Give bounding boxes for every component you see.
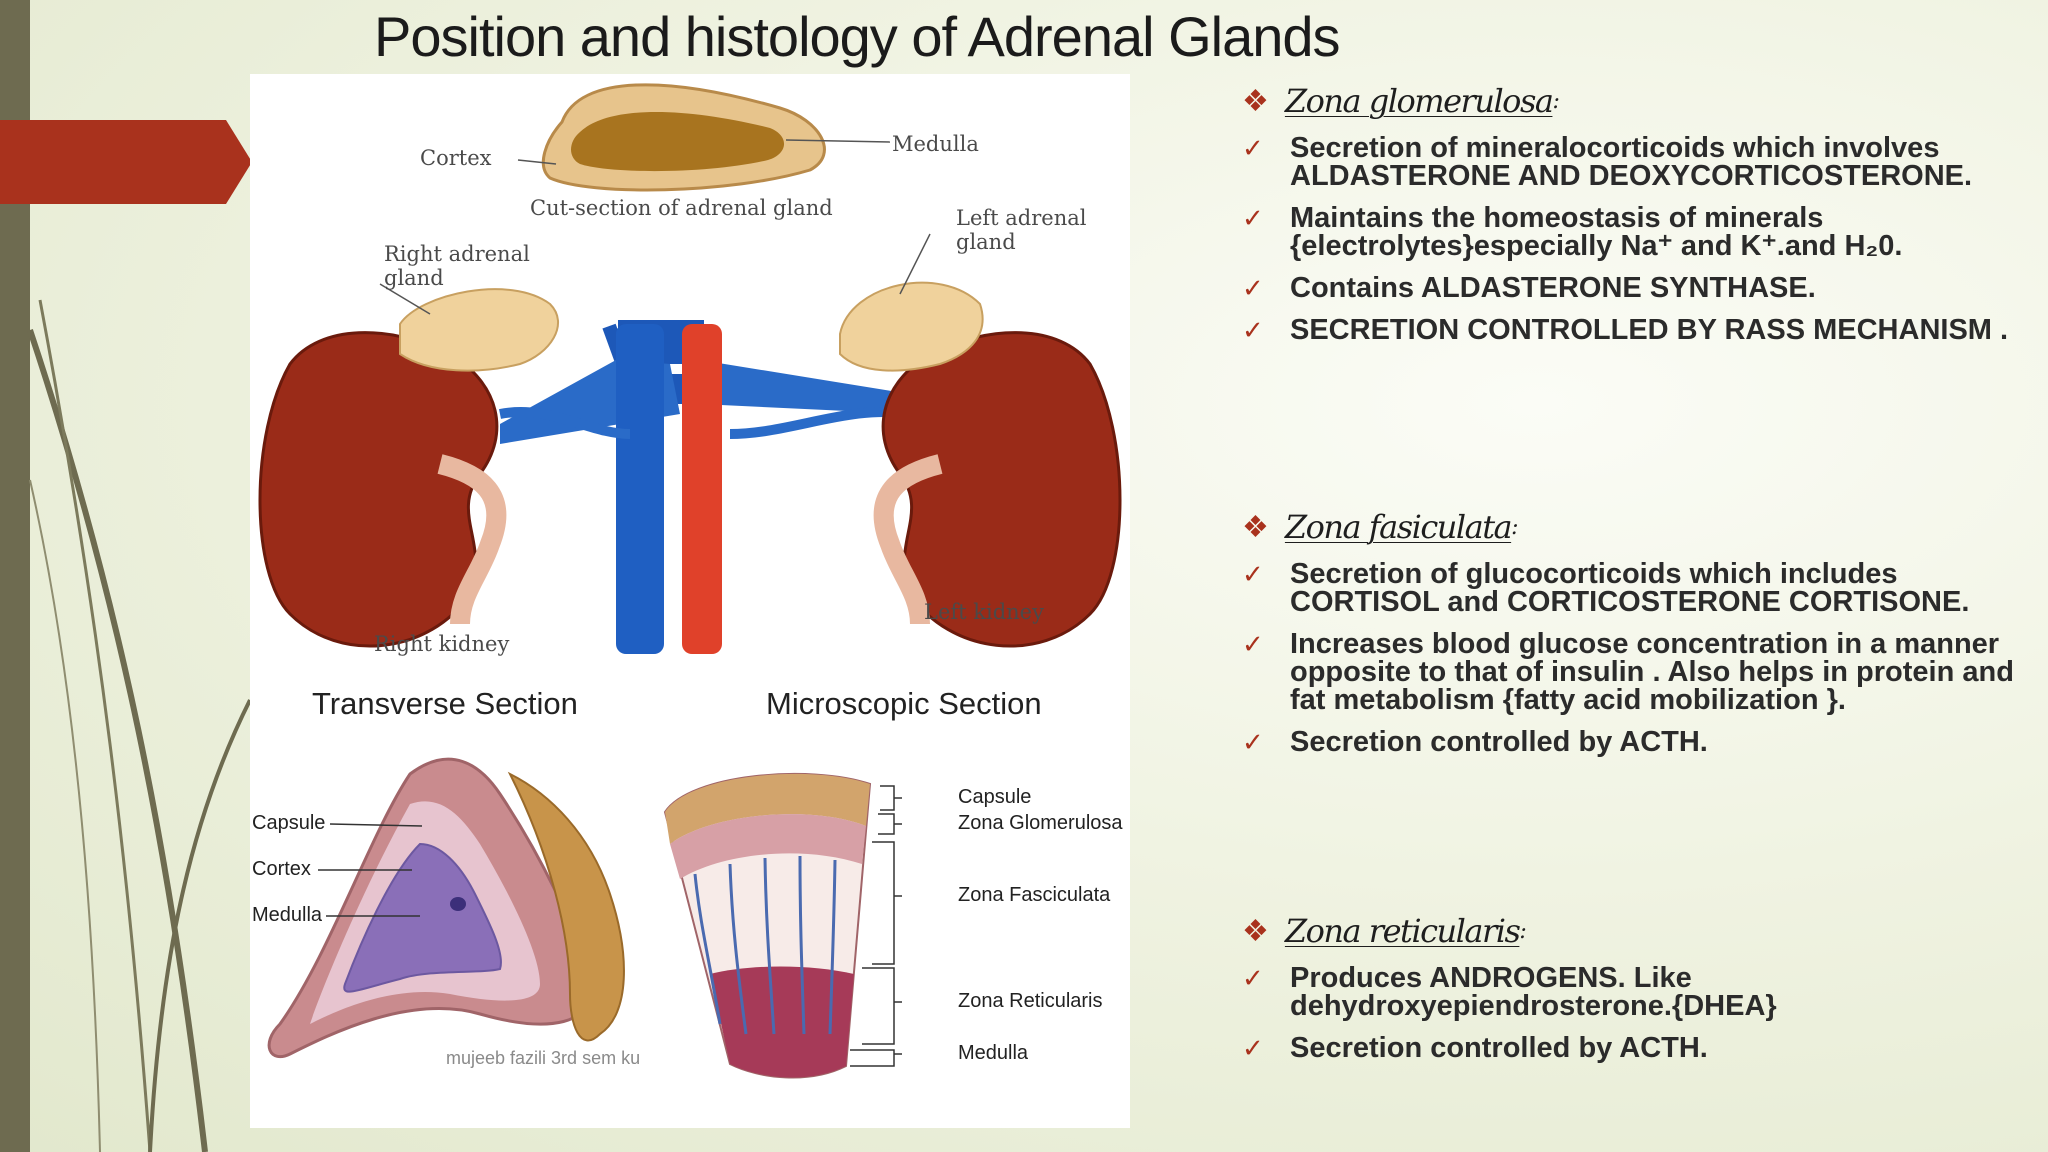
- zone-heading: ❖ Zona glomerulosa :: [1242, 82, 2032, 120]
- adrenal-gland-figure: Cortex Medulla Cut-section of adrenal gl…: [250, 74, 1130, 1128]
- checkmark-icon: ✓: [1242, 133, 1264, 163]
- list-item: ✓Contains ALDASTERONE SYNTHASE.: [1242, 272, 1816, 304]
- list-item: ✓SECRETION CONTROLLED BY RASS MECHANISM …: [1242, 314, 2009, 346]
- checkmark-icon: ✓: [1242, 559, 1264, 589]
- label-transverse-cortex: Cortex: [252, 858, 311, 880]
- checkmark-icon: ✓: [1242, 273, 1264, 303]
- zone-colon: :: [1552, 88, 1559, 114]
- list-item: ✓Increases blood glucose concentration i…: [1242, 628, 2014, 716]
- label-transverse-medulla: Medulla: [252, 904, 323, 926]
- label-right-adrenal-gland: Right adrenal gland: [384, 242, 530, 290]
- label-micro-capsule: Capsule: [958, 786, 1032, 808]
- label-right-kidney: Right kidney: [374, 632, 510, 656]
- list-item: ✓Produces ANDROGENS. Like dehydroxyepien…: [1242, 962, 1777, 1022]
- list-item: ✓Secretion of mineralocorticoids which i…: [1242, 132, 1973, 192]
- zone-name: Zona reticularis: [1284, 912, 1521, 950]
- label-left-adrenal-gland: Left adrenal gland: [956, 206, 1087, 254]
- zone-fasiculata-section: ❖ Zona fasiculata : ✓Secretion of glucoc…: [1242, 508, 2032, 758]
- checkmark-icon: ✓: [1242, 1033, 1264, 1063]
- label-micro-zona-reticularis: Zona Reticularis: [958, 990, 1103, 1012]
- label-micro-medulla: Medulla: [958, 1042, 1029, 1064]
- zone-colon: :: [1519, 918, 1526, 944]
- list-item: ✓Secretion of glucocorticoids which incl…: [1242, 558, 1970, 618]
- checkmark-icon: ✓: [1242, 629, 1264, 659]
- list-item: ✓Maintains the homeostasis of minerals {…: [1242, 202, 1903, 262]
- zone-heading: ❖ Zona fasiculata :: [1242, 508, 2032, 546]
- checkmark-icon: ✓: [1242, 203, 1264, 233]
- label-transverse-capsule: Capsule: [252, 812, 326, 834]
- label-micro-zona-glomerulosa: Zona Glomerulosa: [958, 812, 1123, 834]
- diamond-cluster-icon: ❖: [1242, 83, 1269, 119]
- author-credit: mujeeb fazili 3rd sem ku: [446, 1048, 641, 1068]
- zone-glomerulosa-section: ❖ Zona glomerulosa : ✓Secretion of miner…: [1242, 82, 2032, 346]
- zone-reticularis-section: ❖ Zona reticularis : ✓Produces ANDROGENS…: [1242, 912, 2032, 1064]
- label-left-kidney: Left kidney: [924, 600, 1044, 624]
- zone-name: Zona glomerulosa: [1284, 82, 1554, 120]
- checkmark-icon: ✓: [1242, 727, 1264, 757]
- label-micro-zona-fasciculata: Zona Fasciculata: [958, 884, 1111, 906]
- label-cut-section: Cut-section of adrenal gland: [530, 196, 833, 220]
- list-item: ✓Secretion controlled by ACTH.: [1242, 726, 1708, 758]
- zone-name: Zona fasiculata: [1284, 508, 1513, 546]
- diamond-cluster-icon: ❖: [1242, 913, 1269, 949]
- adrenal-illustration: [258, 83, 1122, 1079]
- zone-heading: ❖ Zona reticularis :: [1242, 912, 2032, 950]
- diamond-cluster-icon: ❖: [1242, 509, 1269, 545]
- red-arrow-tab: [0, 120, 252, 204]
- decorative-swoosh-lines: [27, 299, 252, 1152]
- checkmark-icon: ✓: [1242, 963, 1264, 993]
- zone-colon: :: [1511, 514, 1518, 540]
- checkmark-icon: ✓: [1242, 315, 1264, 345]
- heading-transverse-section: Transverse Section: [312, 686, 578, 721]
- heading-microscopic-section: Microscopic Section: [766, 686, 1042, 721]
- label-medulla-cut: Medulla: [892, 132, 979, 156]
- slide-title: Position and histology of Adrenal Glands: [374, 5, 1341, 68]
- label-cortex-cut: Cortex: [420, 146, 492, 170]
- list-item: ✓Secretion controlled by ACTH.: [1242, 1032, 1708, 1064]
